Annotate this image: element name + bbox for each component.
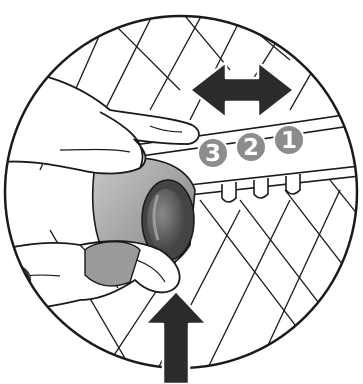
step-label-3: 3 [205, 141, 221, 167]
step-marker-3: 3 [198, 138, 228, 168]
step-marker-2: 2 [236, 132, 266, 162]
step-marker-1: 1 [274, 125, 304, 155]
step-label-1: 1 [281, 128, 297, 154]
step-label-2: 2 [243, 135, 259, 161]
